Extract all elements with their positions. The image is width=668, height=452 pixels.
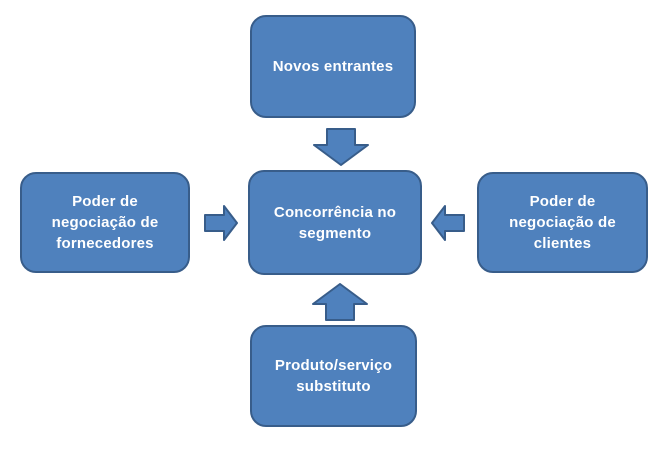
box-concorrencia-no-segmento-label: Concorrência no segmento xyxy=(273,203,397,242)
box-poder-negociacao-clientes: Poder de negociação de clientes xyxy=(477,172,648,273)
arrow-left-to-center-icon xyxy=(204,205,238,241)
box-poder-negociacao-clientes-label: Poder de negociação de clientes xyxy=(509,193,616,252)
arrow-bottom-to-center-icon xyxy=(312,283,368,321)
arrow-top-to-center-icon xyxy=(313,128,369,166)
box-poder-negociacao-fornecedores: Poder de negociação de fornecedores xyxy=(20,172,190,273)
box-poder-negociacao-fornecedores-label: Poder de negociação de fornecedores xyxy=(51,193,159,252)
box-produto-servico-substituto: Produto/serviço substituto xyxy=(250,325,417,427)
arrow-right-to-center-icon xyxy=(431,205,465,241)
box-novos-entrantes: Novos entrantes xyxy=(250,15,416,118)
box-novos-entrantes-label: Novos entrantes xyxy=(272,58,394,75)
box-concorrencia-no-segmento: Concorrência no segmento xyxy=(248,170,422,275)
box-produto-servico-substituto-label: Produto/serviço substituto xyxy=(274,357,393,395)
